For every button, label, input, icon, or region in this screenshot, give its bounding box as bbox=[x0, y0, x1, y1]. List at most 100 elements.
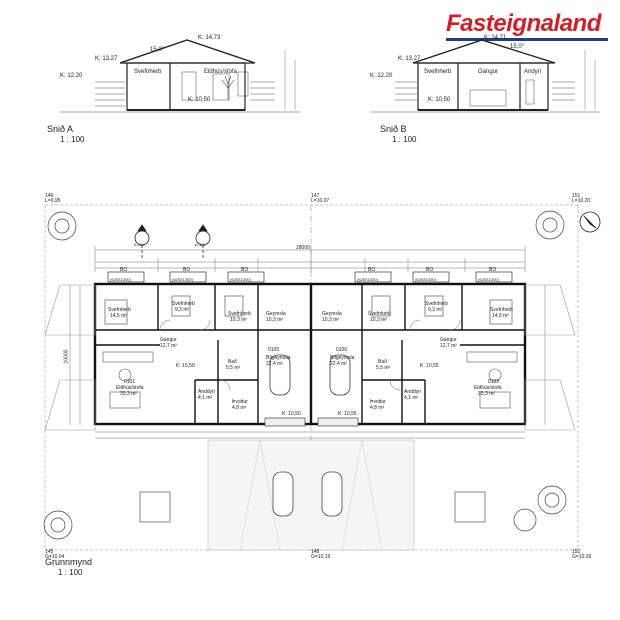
room-right-7-name: Gangur bbox=[440, 337, 457, 343]
unit-code-1: 0101 bbox=[124, 379, 136, 385]
storage-size-6: (625X1300) bbox=[478, 277, 499, 282]
section-a-title: Snið A bbox=[47, 124, 74, 134]
room-right-10-area: 33,3 m² bbox=[478, 391, 495, 397]
section-a-scale: 1 : 100 bbox=[60, 135, 85, 144]
room-right-4-name: Svefnherb bbox=[490, 307, 513, 313]
section-b-ground: K: 12,20 bbox=[370, 73, 393, 79]
unit-code-2: 0105 bbox=[268, 347, 280, 353]
room-right-6-area: 5,5 m² bbox=[376, 365, 391, 371]
room-left-10-name: Þvottur bbox=[232, 399, 248, 405]
section-a-pitch: 15,0° bbox=[150, 47, 165, 53]
corner-br-level: G=10,26 bbox=[572, 554, 592, 560]
dim-total: 28000 bbox=[296, 245, 310, 251]
section-b-scale: 1 : 100 bbox=[392, 135, 417, 144]
room-right-1-area: 10,3 m² bbox=[322, 317, 339, 323]
corner-tc-level: L=10,07 bbox=[311, 198, 330, 204]
corner-tc-id: 147 bbox=[311, 193, 320, 199]
section-b-pitch: 15,0° bbox=[510, 44, 525, 50]
room-left-3-name: Svefnherb bbox=[228, 311, 251, 317]
room-right-10-name: Eldhús/stofa bbox=[474, 385, 502, 391]
section-b-room-2: Gangur bbox=[478, 69, 499, 75]
section-a-ridge: K: 14,73 bbox=[198, 35, 221, 41]
brand-logo: Fasteignaland bbox=[446, 10, 601, 37]
room-left-7-area: 22,4 m² bbox=[266, 361, 283, 367]
room-right-2-name: Svefnherb bbox=[368, 311, 391, 317]
room-right-5-name: Bílgeymsla bbox=[330, 355, 355, 361]
room-right-9-name: Anddyri bbox=[404, 389, 421, 395]
room-left-3-area: 10,3 m² bbox=[230, 317, 247, 323]
storage-size-5: (625X1300) bbox=[415, 277, 436, 282]
room-left-9-name: Anddyri bbox=[198, 389, 215, 395]
corner-bc-level: G=10,19 bbox=[311, 554, 331, 560]
corner-tl-level: L=9,95 bbox=[45, 198, 61, 204]
room-left-10-area: 4,8 m² bbox=[232, 405, 247, 411]
room-left-6-name: Bað bbox=[228, 359, 237, 365]
room-left-4-area: 10,3 m² bbox=[266, 317, 283, 323]
corner-bc-id: 148 bbox=[311, 549, 320, 555]
brand-underline bbox=[446, 38, 608, 41]
room-right-7-area: 12,7 m² bbox=[440, 343, 457, 349]
section-b-title: Snið B bbox=[380, 124, 407, 134]
room-right-9-area: 4,1 m² bbox=[404, 395, 419, 401]
section-b-eave: K: 13,27 bbox=[398, 56, 421, 62]
corner-bl-level: G=10,04 bbox=[45, 554, 65, 560]
corner-tr-level: L=10,20 bbox=[572, 198, 591, 204]
level-4: K: 10,55 bbox=[338, 411, 357, 417]
corner-tl-id: 146 bbox=[45, 193, 54, 199]
storage-label-1: BO bbox=[120, 267, 128, 273]
room-right-6-name: Bað bbox=[378, 359, 387, 365]
section-a-room-2: Eldhús/stofa bbox=[204, 69, 238, 75]
storage-size-4: (625X1300) bbox=[357, 277, 378, 282]
level-1: K: 10,50 bbox=[176, 363, 195, 369]
room-left-5-name: Gangur bbox=[160, 337, 177, 343]
storage-label-6: BO bbox=[489, 267, 497, 273]
section-marker-b: A-111 bbox=[195, 242, 206, 247]
room-right-8-name: Þvottur bbox=[370, 399, 386, 405]
room-right-3-area: 9,3 m² bbox=[428, 307, 443, 313]
corner-bl-id: 145 bbox=[45, 549, 54, 555]
section-b-room-3: Andyri bbox=[524, 69, 542, 75]
level-3: K: 10,55 bbox=[420, 363, 439, 369]
room-left-9-area: 4,1 m² bbox=[198, 395, 213, 401]
room-left-4-name: Geymsla bbox=[266, 311, 286, 317]
room-right-4-area: 14,5 m² bbox=[492, 313, 509, 319]
section-a-ground: K: 12,20 bbox=[60, 73, 83, 79]
room-right-1-name: Geymsla bbox=[322, 311, 342, 317]
section-b-room-1: Svefnherb bbox=[424, 69, 452, 75]
section-b-ridge: K: 14,71 bbox=[484, 35, 507, 41]
storage-size-1: (625X1300) bbox=[110, 277, 131, 282]
storage-size-2: (625X1300) bbox=[172, 277, 193, 282]
storage-label-2: BO bbox=[183, 267, 191, 273]
room-left-1-area: 14,5 m² bbox=[110, 313, 127, 319]
unit-code-3: 0106 bbox=[336, 347, 348, 353]
storage-size-3: (625X1300) bbox=[230, 277, 251, 282]
dim-depth: 10000 bbox=[63, 349, 70, 364]
unit-code-4: 0102 bbox=[488, 379, 500, 385]
room-right-8-area: 4,8 m² bbox=[370, 405, 385, 411]
section-a-eave: K: 13,27 bbox=[95, 56, 118, 62]
section-marker-a: A-111 bbox=[134, 242, 145, 247]
level-2: K: 10,50 bbox=[282, 411, 301, 417]
corner-br-id: 152 bbox=[572, 549, 581, 555]
room-left-6-area: 5,5 m² bbox=[226, 365, 241, 371]
storage-label-3: BO bbox=[241, 267, 249, 273]
section-a-floor: K: 10,50 bbox=[188, 97, 211, 103]
room-left-1-name: Svefnherb bbox=[108, 307, 131, 313]
room-left-2-name: Svefnherb bbox=[172, 301, 195, 307]
storage-label-4: BO bbox=[368, 267, 376, 273]
section-b-floor: K: 10,50 bbox=[428, 97, 451, 103]
corner-tr-id: 151 bbox=[572, 193, 581, 199]
room-right-5-area: 22,4 m² bbox=[330, 361, 347, 367]
room-left-8-name: Eldhús/stofa bbox=[116, 385, 144, 391]
room-left-5-area: 12,7 m² bbox=[160, 343, 177, 349]
room-left-8-area: 33,3 m² bbox=[120, 391, 137, 397]
room-right-2-area: 10,3 m² bbox=[370, 317, 387, 323]
plan-scale: 1 : 100 bbox=[58, 568, 83, 577]
section-a-room-1: Svefnherb bbox=[134, 69, 162, 75]
room-right-3-name: Svefnherb bbox=[425, 301, 448, 307]
room-left-7-name: Bílgeymsla bbox=[266, 355, 291, 361]
storage-label-5: BO bbox=[426, 267, 434, 273]
plan-title: Grunnmynd bbox=[45, 557, 93, 567]
